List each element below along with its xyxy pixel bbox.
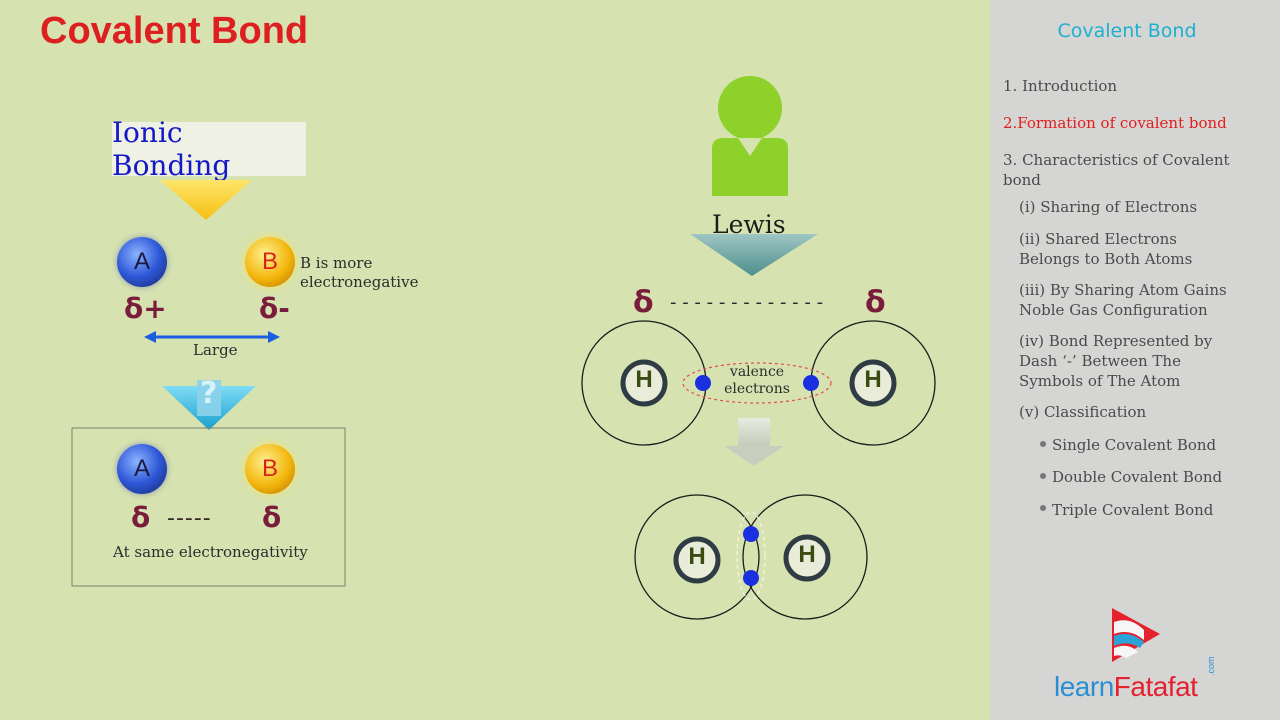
ionic-bonding-label: Ionic Bonding bbox=[112, 116, 231, 182]
delta-right: δ bbox=[262, 501, 282, 534]
bottom-h2-diagram bbox=[634, 494, 868, 620]
teal-down-arrow-icon bbox=[690, 234, 818, 276]
sidebar-item-introduction[interactable]: 1. Introduction bbox=[1003, 77, 1118, 95]
long-dash-bond: - - - - - - - - - - - - - bbox=[670, 292, 824, 313]
h-symbol-1: H bbox=[635, 366, 653, 393]
atom-a-bottom: A bbox=[117, 444, 167, 494]
delta-left: δ bbox=[131, 501, 151, 534]
sidebar-bullet-single[interactable]: Single Covalent Bond bbox=[1052, 436, 1217, 454]
atom-a-top: A bbox=[117, 237, 167, 287]
shared-electron-top bbox=[743, 526, 759, 542]
h-symbol-2: H bbox=[864, 366, 882, 393]
top-h2-diagram bbox=[581, 320, 936, 446]
left-diagram-graphics bbox=[71, 76, 936, 620]
ionic-bonding-box: Ionic Bonding bbox=[112, 116, 306, 182]
large-label: Large bbox=[193, 341, 238, 359]
sidebar-title: Covalent Bond bbox=[1057, 20, 1197, 42]
lewis-delta-left: δ bbox=[633, 285, 654, 320]
short-dash-bond: ----- bbox=[167, 506, 212, 531]
b-note-line1: B is more bbox=[300, 254, 373, 272]
yellow-down-arrow-icon bbox=[160, 180, 252, 220]
bullet-icon bbox=[1040, 505, 1046, 511]
valence-electron-left bbox=[695, 375, 711, 391]
sidebar-bullet-triple[interactable]: Triple Covalent Bond bbox=[1052, 501, 1214, 519]
valence-line2: electrons bbox=[724, 381, 790, 397]
atom-b-label-2: B bbox=[261, 455, 278, 482]
grey-down-arrow-icon bbox=[724, 418, 784, 466]
atom-b-top: B bbox=[245, 237, 295, 287]
atom-a-label-2: A bbox=[133, 455, 150, 482]
logo-text-fatafat: Fatafat bbox=[1113, 671, 1198, 702]
lewis-label: Lewis bbox=[712, 210, 786, 239]
atom-b-label: B bbox=[261, 248, 278, 275]
bullet-icon bbox=[1040, 473, 1046, 479]
person-icon bbox=[712, 76, 788, 196]
delta-plus: δ+ bbox=[124, 292, 167, 325]
sidebar-subitem-sharing[interactable]: (i) Sharing of Electrons bbox=[1019, 198, 1198, 216]
logo-com: .com bbox=[1206, 656, 1216, 676]
delta-minus: δ- bbox=[259, 292, 290, 325]
sidebar-item-characteristics[interactable]: 3. Characteristics of Covalent bond bbox=[1003, 151, 1230, 189]
valence-line1: valence bbox=[729, 364, 785, 380]
sidebar-item-formation[interactable]: 2.Formation of covalent bond bbox=[1003, 114, 1227, 132]
b-note: B is more electronegative bbox=[300, 254, 418, 292]
h-symbol-3: H bbox=[688, 543, 706, 570]
atom-b-bottom: B bbox=[245, 444, 295, 494]
same-electronegativity-box bbox=[71, 427, 346, 587]
page-title: Covalent Bond bbox=[40, 10, 309, 52]
atom-a-label: A bbox=[133, 248, 150, 275]
sidebar-bullet-double[interactable]: Double Covalent Bond bbox=[1052, 468, 1223, 486]
learnfatafat-logo-text[interactable]: learnFatafat bbox=[1054, 671, 1198, 703]
shared-electron-bottom bbox=[743, 570, 759, 586]
large-double-arrow-icon bbox=[144, 331, 280, 343]
h-symbol-4: H bbox=[798, 541, 816, 568]
same-electronegativity-label: At same electronegativity bbox=[113, 543, 308, 561]
main-slide bbox=[0, 0, 990, 720]
learnfatafat-logo-icon bbox=[1112, 608, 1160, 662]
question-mark: ? bbox=[200, 376, 218, 411]
lewis-delta-right: δ bbox=[865, 285, 886, 320]
sidebar-subitem-classification[interactable]: (v) Classification bbox=[1019, 403, 1147, 421]
b-note-line2: electronegative bbox=[300, 273, 419, 291]
sidebar bbox=[990, 0, 1280, 720]
valence-electrons-label: valence electrons bbox=[718, 364, 796, 398]
valence-electron-right bbox=[803, 375, 819, 391]
sidebar-subitem-dash[interactable]: (iv) Bond Represented by Dash ‘-’ Betwee… bbox=[1019, 332, 1213, 390]
sidebar-subitem-shared-electrons[interactable]: (ii) Shared Electrons Belongs to Both At… bbox=[1019, 230, 1193, 268]
sidebar-subitem-noble-gas[interactable]: (iii) By Sharing Atom Gains Noble Gas Co… bbox=[1019, 281, 1227, 319]
question-arrow-icon bbox=[162, 380, 256, 430]
logo-text-learn: learn bbox=[1054, 671, 1114, 702]
bullet-icon bbox=[1040, 441, 1046, 447]
